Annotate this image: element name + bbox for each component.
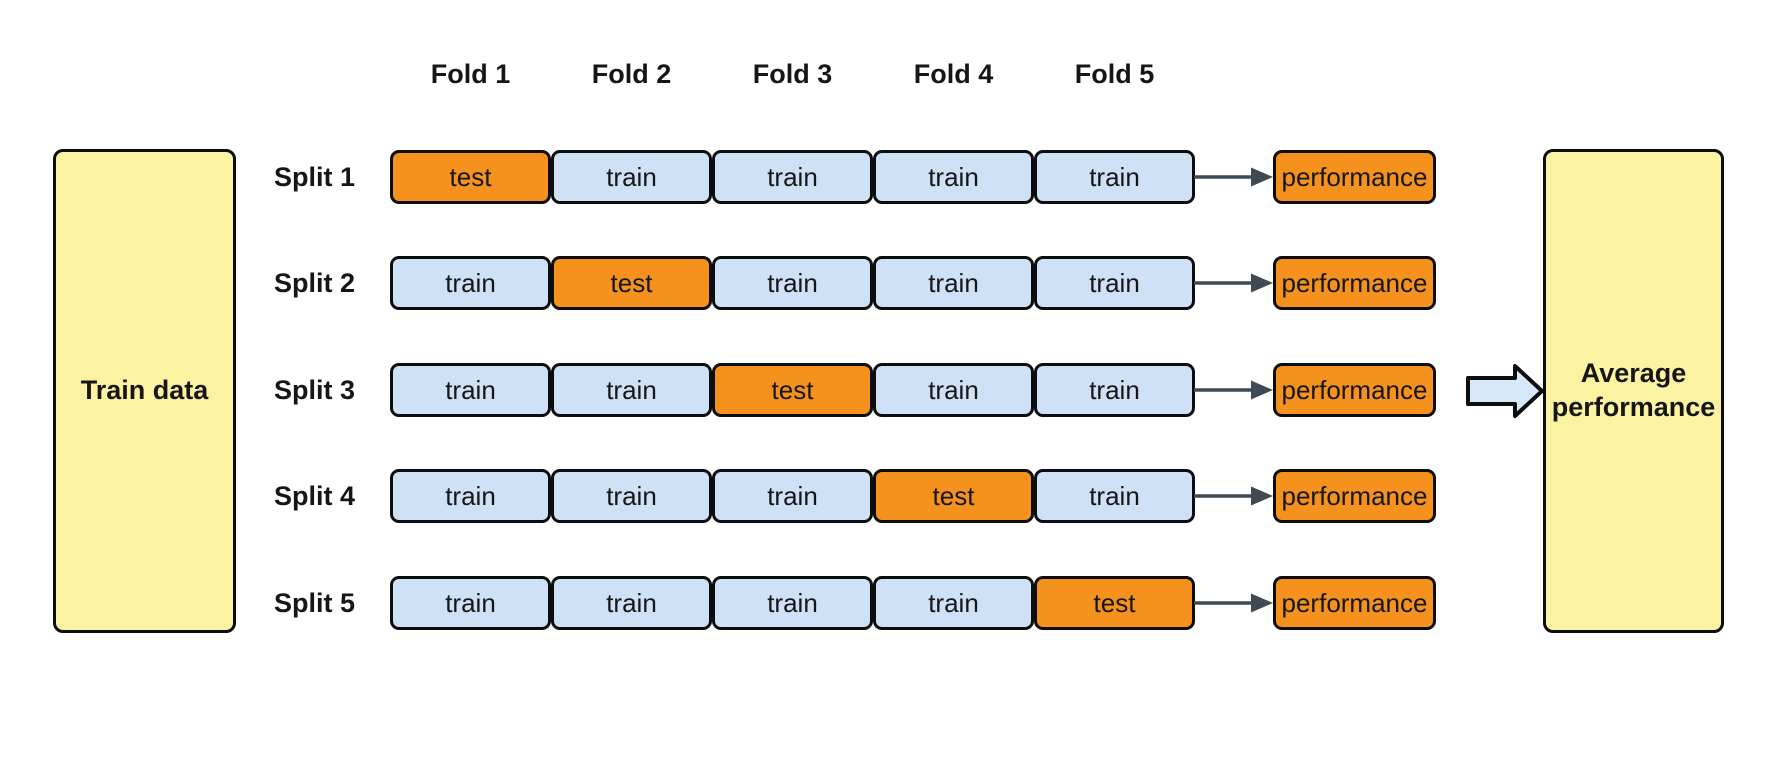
split-label-2: Split 2 xyxy=(273,267,355,298)
fold-header-2: Fold 2 xyxy=(591,58,672,89)
fold-cell: train xyxy=(712,469,873,523)
split-row-4: Split 4 train train train test train per… xyxy=(0,469,1776,523)
fold-cell: train xyxy=(390,363,551,417)
fold-header-5: Fold 5 xyxy=(1074,58,1155,89)
fold-cell: train xyxy=(551,363,712,417)
performance-box: performance xyxy=(1273,469,1436,523)
arrow-right-icon xyxy=(1194,486,1273,506)
performance-box: performance xyxy=(1273,576,1436,630)
fold-cell: train xyxy=(1034,363,1195,417)
fold-cell: train xyxy=(390,576,551,630)
split-label-3: Split 3 xyxy=(273,374,355,405)
average-performance-label: Average performance xyxy=(1551,358,1716,422)
arrow-right-icon xyxy=(1194,593,1273,613)
fold-header-1: Fold 1 xyxy=(430,58,511,89)
fold-cells: train train test train train xyxy=(390,363,1195,417)
performance-box: performance xyxy=(1273,363,1436,417)
fold-cell: train xyxy=(712,256,873,310)
fold-cell: train xyxy=(1034,469,1195,523)
split-label-5: Split 5 xyxy=(273,587,355,618)
split-label-1: Split 1 xyxy=(273,161,355,192)
fold-cell: train xyxy=(390,256,551,310)
fold-cell: test xyxy=(712,363,873,417)
fold-cell: train xyxy=(1034,256,1195,310)
split-row-3: Split 3 train train test train train per… xyxy=(0,363,1776,417)
fold-cells: train train train train test xyxy=(390,576,1195,630)
block-arrow-right-icon xyxy=(1466,364,1544,418)
fold-cell: test xyxy=(551,256,712,310)
fold-cell: train xyxy=(873,256,1034,310)
fold-cell: train xyxy=(873,150,1034,204)
average-performance-box: Average performance xyxy=(1543,149,1724,633)
fold-header-3: Fold 3 xyxy=(752,58,833,89)
fold-cell: train xyxy=(712,150,873,204)
arrow-right-icon xyxy=(1194,273,1273,293)
fold-cell: train xyxy=(873,576,1034,630)
split-label-4: Split 4 xyxy=(273,480,355,511)
fold-cells: train train train test train xyxy=(390,469,1195,523)
performance-box: performance xyxy=(1273,150,1436,204)
fold-cell: train xyxy=(390,469,551,523)
fold-cell: test xyxy=(390,150,551,204)
fold-cell: train xyxy=(551,150,712,204)
fold-cell: test xyxy=(873,469,1034,523)
fold-cells: test train train train train xyxy=(390,150,1195,204)
fold-cells: train test train train train xyxy=(390,256,1195,310)
fold-cell: train xyxy=(1034,150,1195,204)
fold-cell: train xyxy=(551,576,712,630)
train-data-box: Train data xyxy=(53,149,236,633)
arrow-right-icon xyxy=(1194,167,1273,187)
arrow-right-icon xyxy=(1194,380,1273,400)
split-row-5: Split 5 train train train train test per… xyxy=(0,576,1776,630)
fold-cell: train xyxy=(712,576,873,630)
fold-headers: Fold 1 Fold 2 Fold 3 Fold 4 Fold 5 xyxy=(390,52,1195,96)
split-row-2: Split 2 train test train train train per… xyxy=(0,256,1776,310)
train-data-label: Train data xyxy=(80,375,209,406)
split-row-1: Split 1 test train train train train per… xyxy=(0,150,1776,204)
fold-cell: train xyxy=(873,363,1034,417)
performance-box: performance xyxy=(1273,256,1436,310)
fold-cell: test xyxy=(1034,576,1195,630)
fold-header-4: Fold 4 xyxy=(913,58,994,89)
fold-cell: train xyxy=(551,469,712,523)
